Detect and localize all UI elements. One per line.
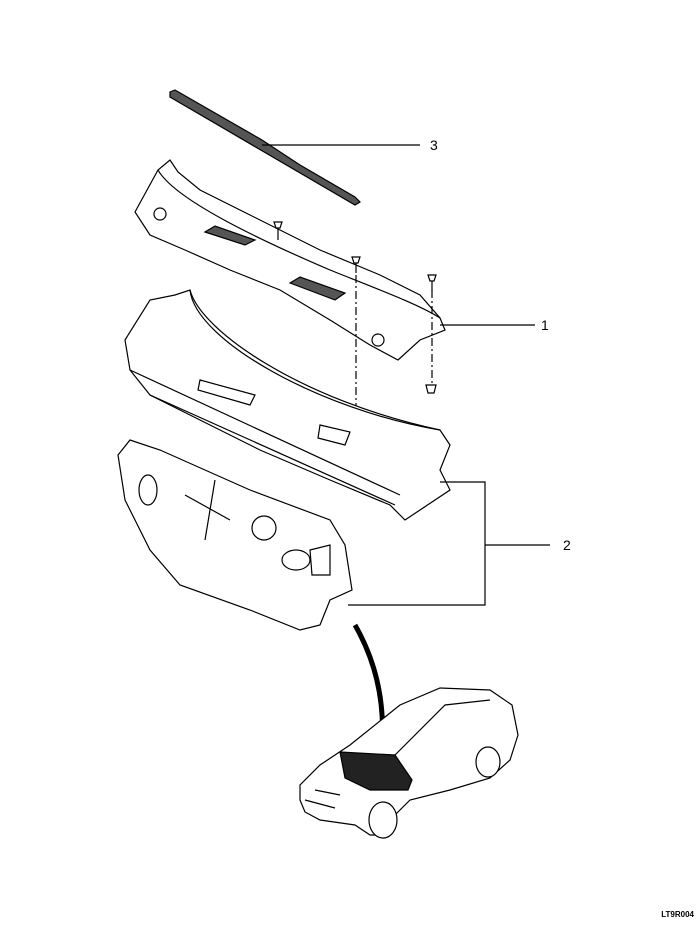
- molding-strip: [169, 89, 420, 206]
- dash-panel-assembly: [117, 289, 550, 631]
- callout-1: 1: [541, 317, 549, 333]
- cowl-top-panel: [134, 159, 535, 425]
- callout-2: 2: [563, 537, 571, 553]
- callout-3: 3: [430, 137, 438, 153]
- figure-code: LT9R004: [661, 910, 694, 919]
- vehicle-location-view: [299, 623, 519, 839]
